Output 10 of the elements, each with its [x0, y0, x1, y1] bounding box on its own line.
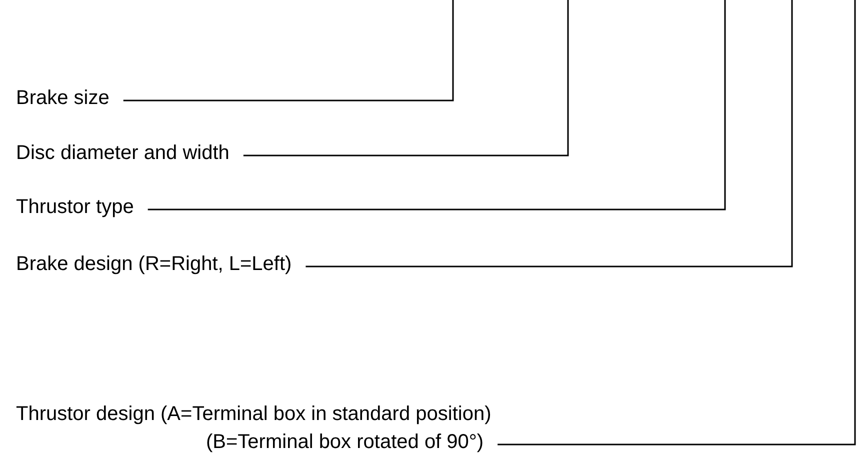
leader-line: [148, 0, 726, 210]
part-label: Thrustor type: [16, 193, 134, 221]
part-label: Thrustor design (A=Terminal box in standard position) (B=Terminal box rotated of 90°): [16, 400, 536, 456]
leader-line: [243, 0, 569, 156]
leader-line: [498, 0, 856, 446]
part-label: Brake design (R=Right, L=Left): [16, 250, 292, 278]
leader-line: [306, 0, 793, 268]
part-label: Brake size: [16, 84, 110, 112]
part-label: Disc diameter and width: [16, 139, 230, 167]
leader-line: [123, 0, 454, 102]
